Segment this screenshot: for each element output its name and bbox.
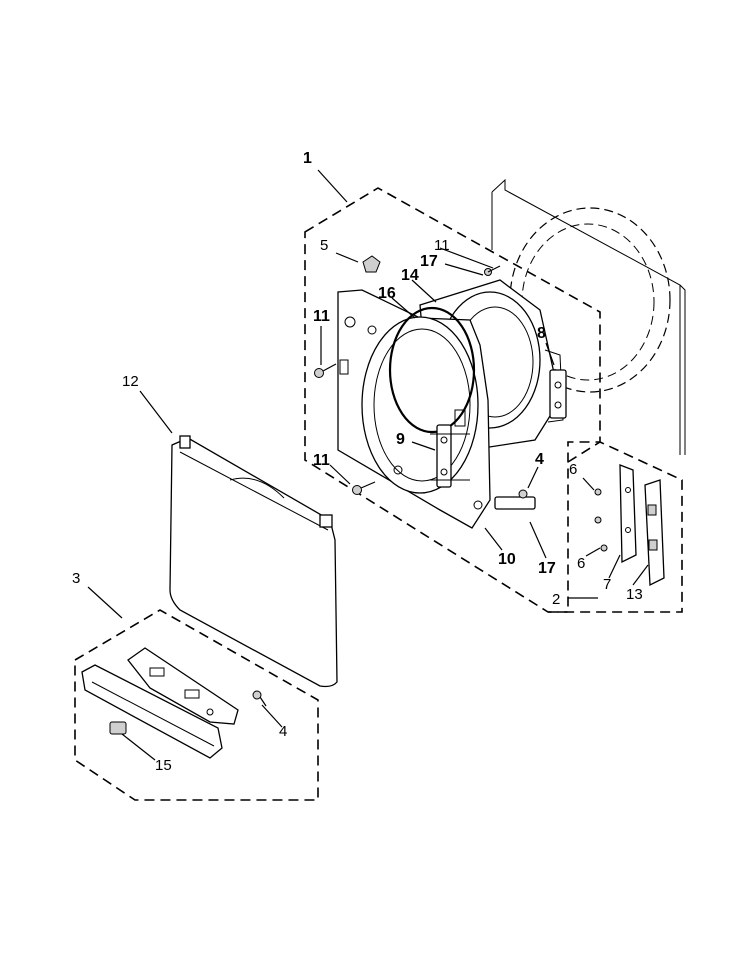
screws-6 xyxy=(594,488,608,552)
callout-4a: 4 xyxy=(535,451,544,468)
hinge-part-9 xyxy=(430,424,470,488)
callout-6b: 6 xyxy=(577,555,585,572)
clip-5 xyxy=(362,255,381,273)
callout-14: 14 xyxy=(401,267,419,284)
callout-7: 7 xyxy=(603,576,611,593)
door-gasket xyxy=(388,306,476,434)
group-2-boundary xyxy=(547,441,683,613)
screw-11-bottom xyxy=(352,481,376,495)
hinge-assembly-7 xyxy=(619,464,637,564)
latch-bracket-8 xyxy=(549,369,567,419)
push-button-15 xyxy=(109,721,127,735)
screw-11-left xyxy=(314,363,337,378)
leader-lines xyxy=(87,169,649,761)
callout-11b: 11 xyxy=(313,308,330,325)
callout-3: 3 xyxy=(72,570,80,587)
screw-4-console xyxy=(252,690,267,707)
group-3-boundary xyxy=(74,609,319,801)
callout-4b: 4 xyxy=(279,723,287,740)
callout-10: 10 xyxy=(498,551,516,568)
group-1-boundary xyxy=(304,187,601,613)
screw-11-top xyxy=(484,265,501,276)
console-bezel-3 xyxy=(81,664,223,759)
callout-15: 15 xyxy=(155,757,172,774)
callout-13: 13 xyxy=(626,586,643,603)
callout-1: 1 xyxy=(303,150,312,167)
callout-16: 16 xyxy=(378,285,396,302)
callout-6a: 6 xyxy=(569,461,577,478)
callout-17a: 17 xyxy=(420,253,438,270)
callout-5: 5 xyxy=(320,237,328,254)
callout-9: 9 xyxy=(396,431,405,448)
callout-labels: 1 2 3 4 4 5 6 6 7 8 9 10 11 11 11 12 13 … xyxy=(72,150,643,774)
door-panel-12 xyxy=(169,435,338,688)
callout-17b: 17 xyxy=(538,560,556,577)
callout-8: 8 xyxy=(537,325,546,342)
door-strike-4 xyxy=(494,489,536,510)
callout-12: 12 xyxy=(122,373,139,390)
callout-11c: 11 xyxy=(313,452,330,469)
callout-11a: 11 xyxy=(434,237,450,254)
hinge-plate-13 xyxy=(644,479,665,587)
console-bracket xyxy=(127,647,239,725)
callout-2: 2 xyxy=(552,591,560,608)
